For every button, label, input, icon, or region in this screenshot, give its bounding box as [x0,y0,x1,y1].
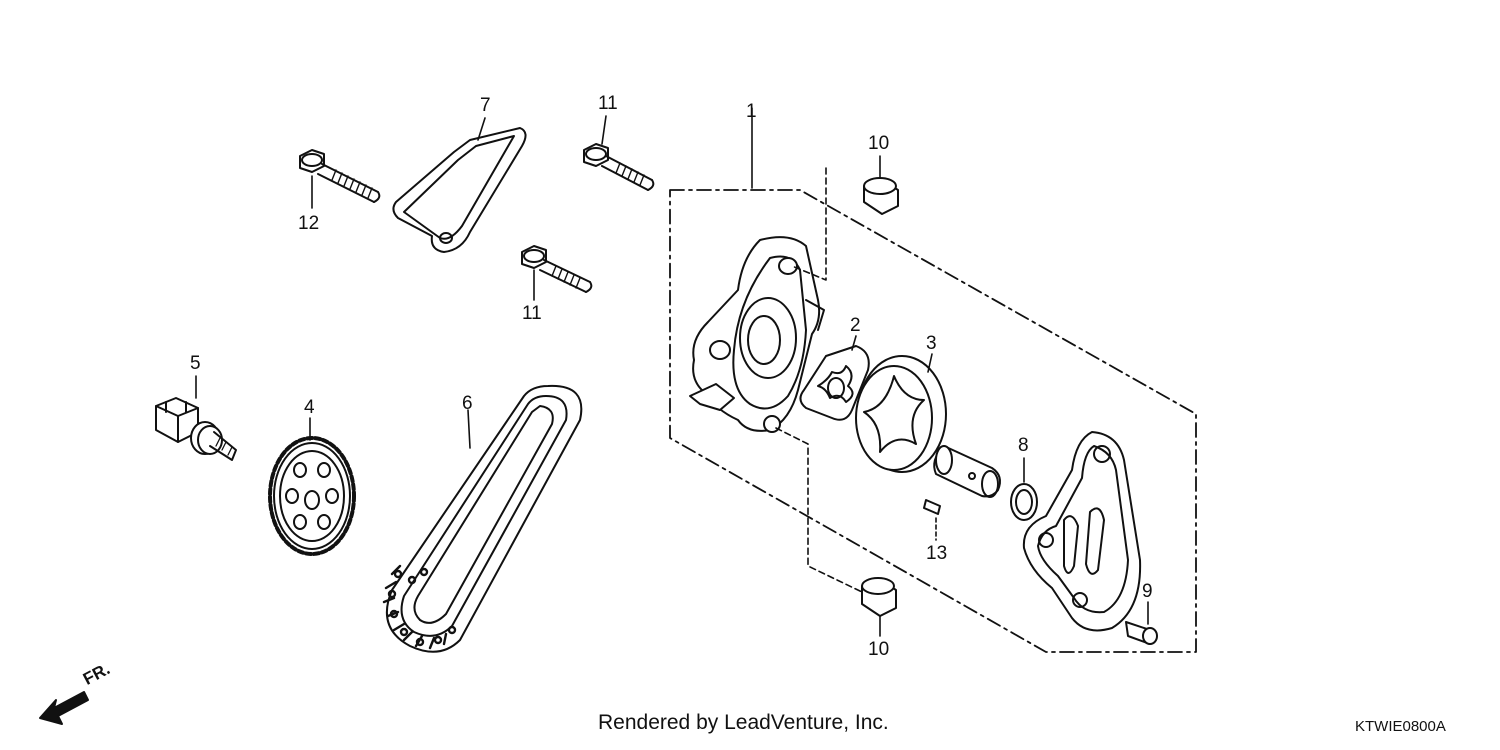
dowel-10-bottom [775,427,897,637]
render-credit: Rendered by LeadVenture, Inc. [598,711,889,734]
screw-9 [1125,601,1158,645]
bolt-12 [299,149,381,209]
shaft-5 [155,375,237,461]
sprocket-4 [268,417,356,556]
pump-cover [1022,431,1142,632]
callout-13: 13 [926,543,948,564]
callout-10-bottom: 10 [868,639,890,660]
o-ring-8 [1010,457,1038,521]
dowel-10-top [791,155,899,281]
callout-4: 4 [304,397,315,418]
pump-shaft [933,445,1001,498]
diagram-code: KTWIE0800A [1355,718,1446,735]
callout-10-top: 10 [868,133,890,154]
callout-11-top: 11 [598,93,618,114]
callout-5: 5 [190,353,201,374]
callout-1: 1 [746,101,757,122]
front-direction-arrow-icon [39,691,89,725]
callout-9: 9 [1142,581,1153,602]
pump-body-1 [689,107,825,433]
callout-7: 7 [480,95,491,116]
plate-7 [392,117,527,253]
callout-8: 8 [1018,435,1029,456]
outer-rotor-3 [855,353,947,473]
inner-rotor-2 [799,335,870,421]
dowel-pin-13 [923,499,941,541]
chain-6 [382,384,583,653]
callout-3: 3 [926,333,937,354]
assembly-outline-1 [669,189,1197,653]
bolt-11-middle [521,245,593,301]
callout-2: 2 [850,315,861,336]
bolt-11-top [583,115,655,191]
callout-11-middle: 11 [522,303,542,324]
callout-6: 6 [462,393,473,414]
callout-12: 12 [298,213,320,234]
